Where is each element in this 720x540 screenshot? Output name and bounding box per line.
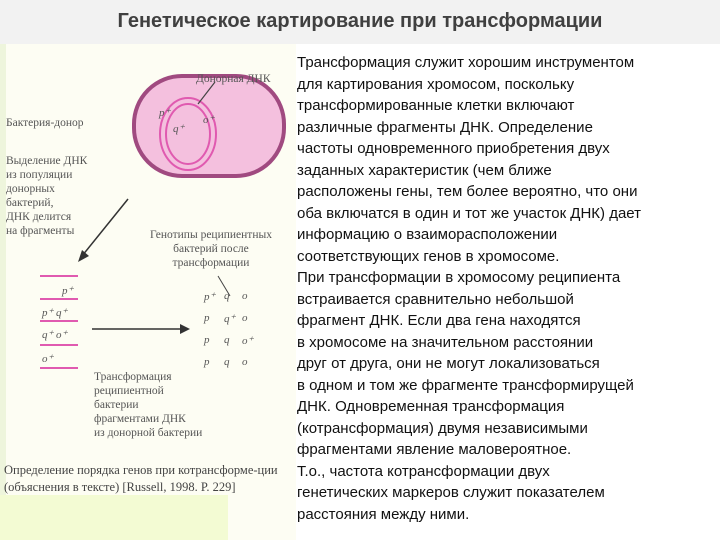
chromosome-ring-inner	[165, 103, 211, 165]
body-line: в одном и том же фрагменте трансформирущ…	[297, 376, 634, 394]
fragmentation-arrowhead	[78, 250, 89, 262]
cell-gene-q: q⁺	[173, 123, 185, 135]
label-genotypes: Генотипы реципиентных бактерий после тра…	[150, 229, 272, 269]
body-text: Трансформация служит хорошим инструменто…	[297, 52, 717, 525]
body-line: Т.о., частота котрансформации двух	[297, 462, 550, 480]
cell-gene-p: p⁺	[159, 107, 171, 119]
genotype-pointer	[217, 275, 231, 297]
body-line: друг от друга, они не могут локализовать…	[297, 355, 600, 372]
body-line: частоты одновременного приобретения двух	[297, 140, 610, 157]
fragment-line	[40, 275, 78, 277]
body-line: фрагмент ДНК. Если два гена находятся	[297, 312, 581, 329]
cell-gene-o: o⁺	[203, 114, 215, 126]
body-line: встраивается сравнительно небольшой	[297, 290, 574, 308]
fragment-genes: p⁺ q⁺	[42, 307, 68, 319]
label-donor-dna: Донорная ДНК	[196, 73, 271, 85]
body-line: соответствующих генов в хромосоме.	[297, 247, 560, 265]
figure-illustration	[78, 74, 286, 334]
label-donor-bacterium: Бактерия-донор	[6, 117, 84, 129]
fragment-genes: p⁺	[62, 285, 74, 297]
body-line: различные фрагменты ДНК. Определение	[297, 118, 593, 136]
transformation-arrowhead	[180, 324, 190, 334]
body-line: информацию о взаиморасположении	[297, 226, 558, 243]
body-line: оба включатся в один и тот же участок ДН…	[297, 204, 641, 222]
caption-highlight	[0, 495, 228, 540]
body-line: фрагментами явление маловероятное.	[297, 441, 572, 458]
body-line: (котрансформация) двумя независимыми	[297, 419, 588, 437]
fragment-line	[40, 320, 78, 322]
body-line: в хромосоме на значительном расстоянии	[297, 333, 594, 351]
body-line: расстояния между ними.	[297, 505, 470, 523]
body-line: Трансформация служит хорошим инструменто…	[297, 54, 635, 71]
fragment-line	[40, 367, 78, 369]
slide-title: Генетическое картирование при трансформа…	[0, 0, 720, 44]
fragment-genes: o⁺	[42, 353, 54, 365]
label-isolation: Выделение ДНК из популяции донорных бакт…	[6, 155, 88, 237]
fragment-genes: q⁺ o⁺	[42, 329, 68, 341]
fragmentation-arrow	[81, 198, 129, 257]
donor-dna-pointer	[197, 81, 216, 105]
body-line: для картирования хромосом, поскольку	[297, 75, 575, 93]
body-line: расположены гены, тем более вероятно, чт…	[297, 183, 638, 200]
body-line: ДНК. Одновременная трансформация	[297, 398, 565, 415]
body-line: трансформированные клетки включают	[297, 97, 575, 114]
side-bar	[0, 44, 6, 495]
figure-caption: Определение порядка генов при котрансфор…	[4, 463, 278, 494]
fragment-line	[40, 344, 78, 346]
label-transformation: Трансформация реципиентной бактерии фраг…	[94, 371, 203, 439]
body-line: генетических маркеров служит показателем	[297, 484, 605, 501]
body-line: При трансформации в хромосому реципиента	[297, 269, 621, 286]
body-line: заданных характеристик (чем ближе	[297, 161, 552, 179]
fragment-line	[40, 298, 78, 300]
chromosome-ring-outer	[159, 97, 217, 171]
